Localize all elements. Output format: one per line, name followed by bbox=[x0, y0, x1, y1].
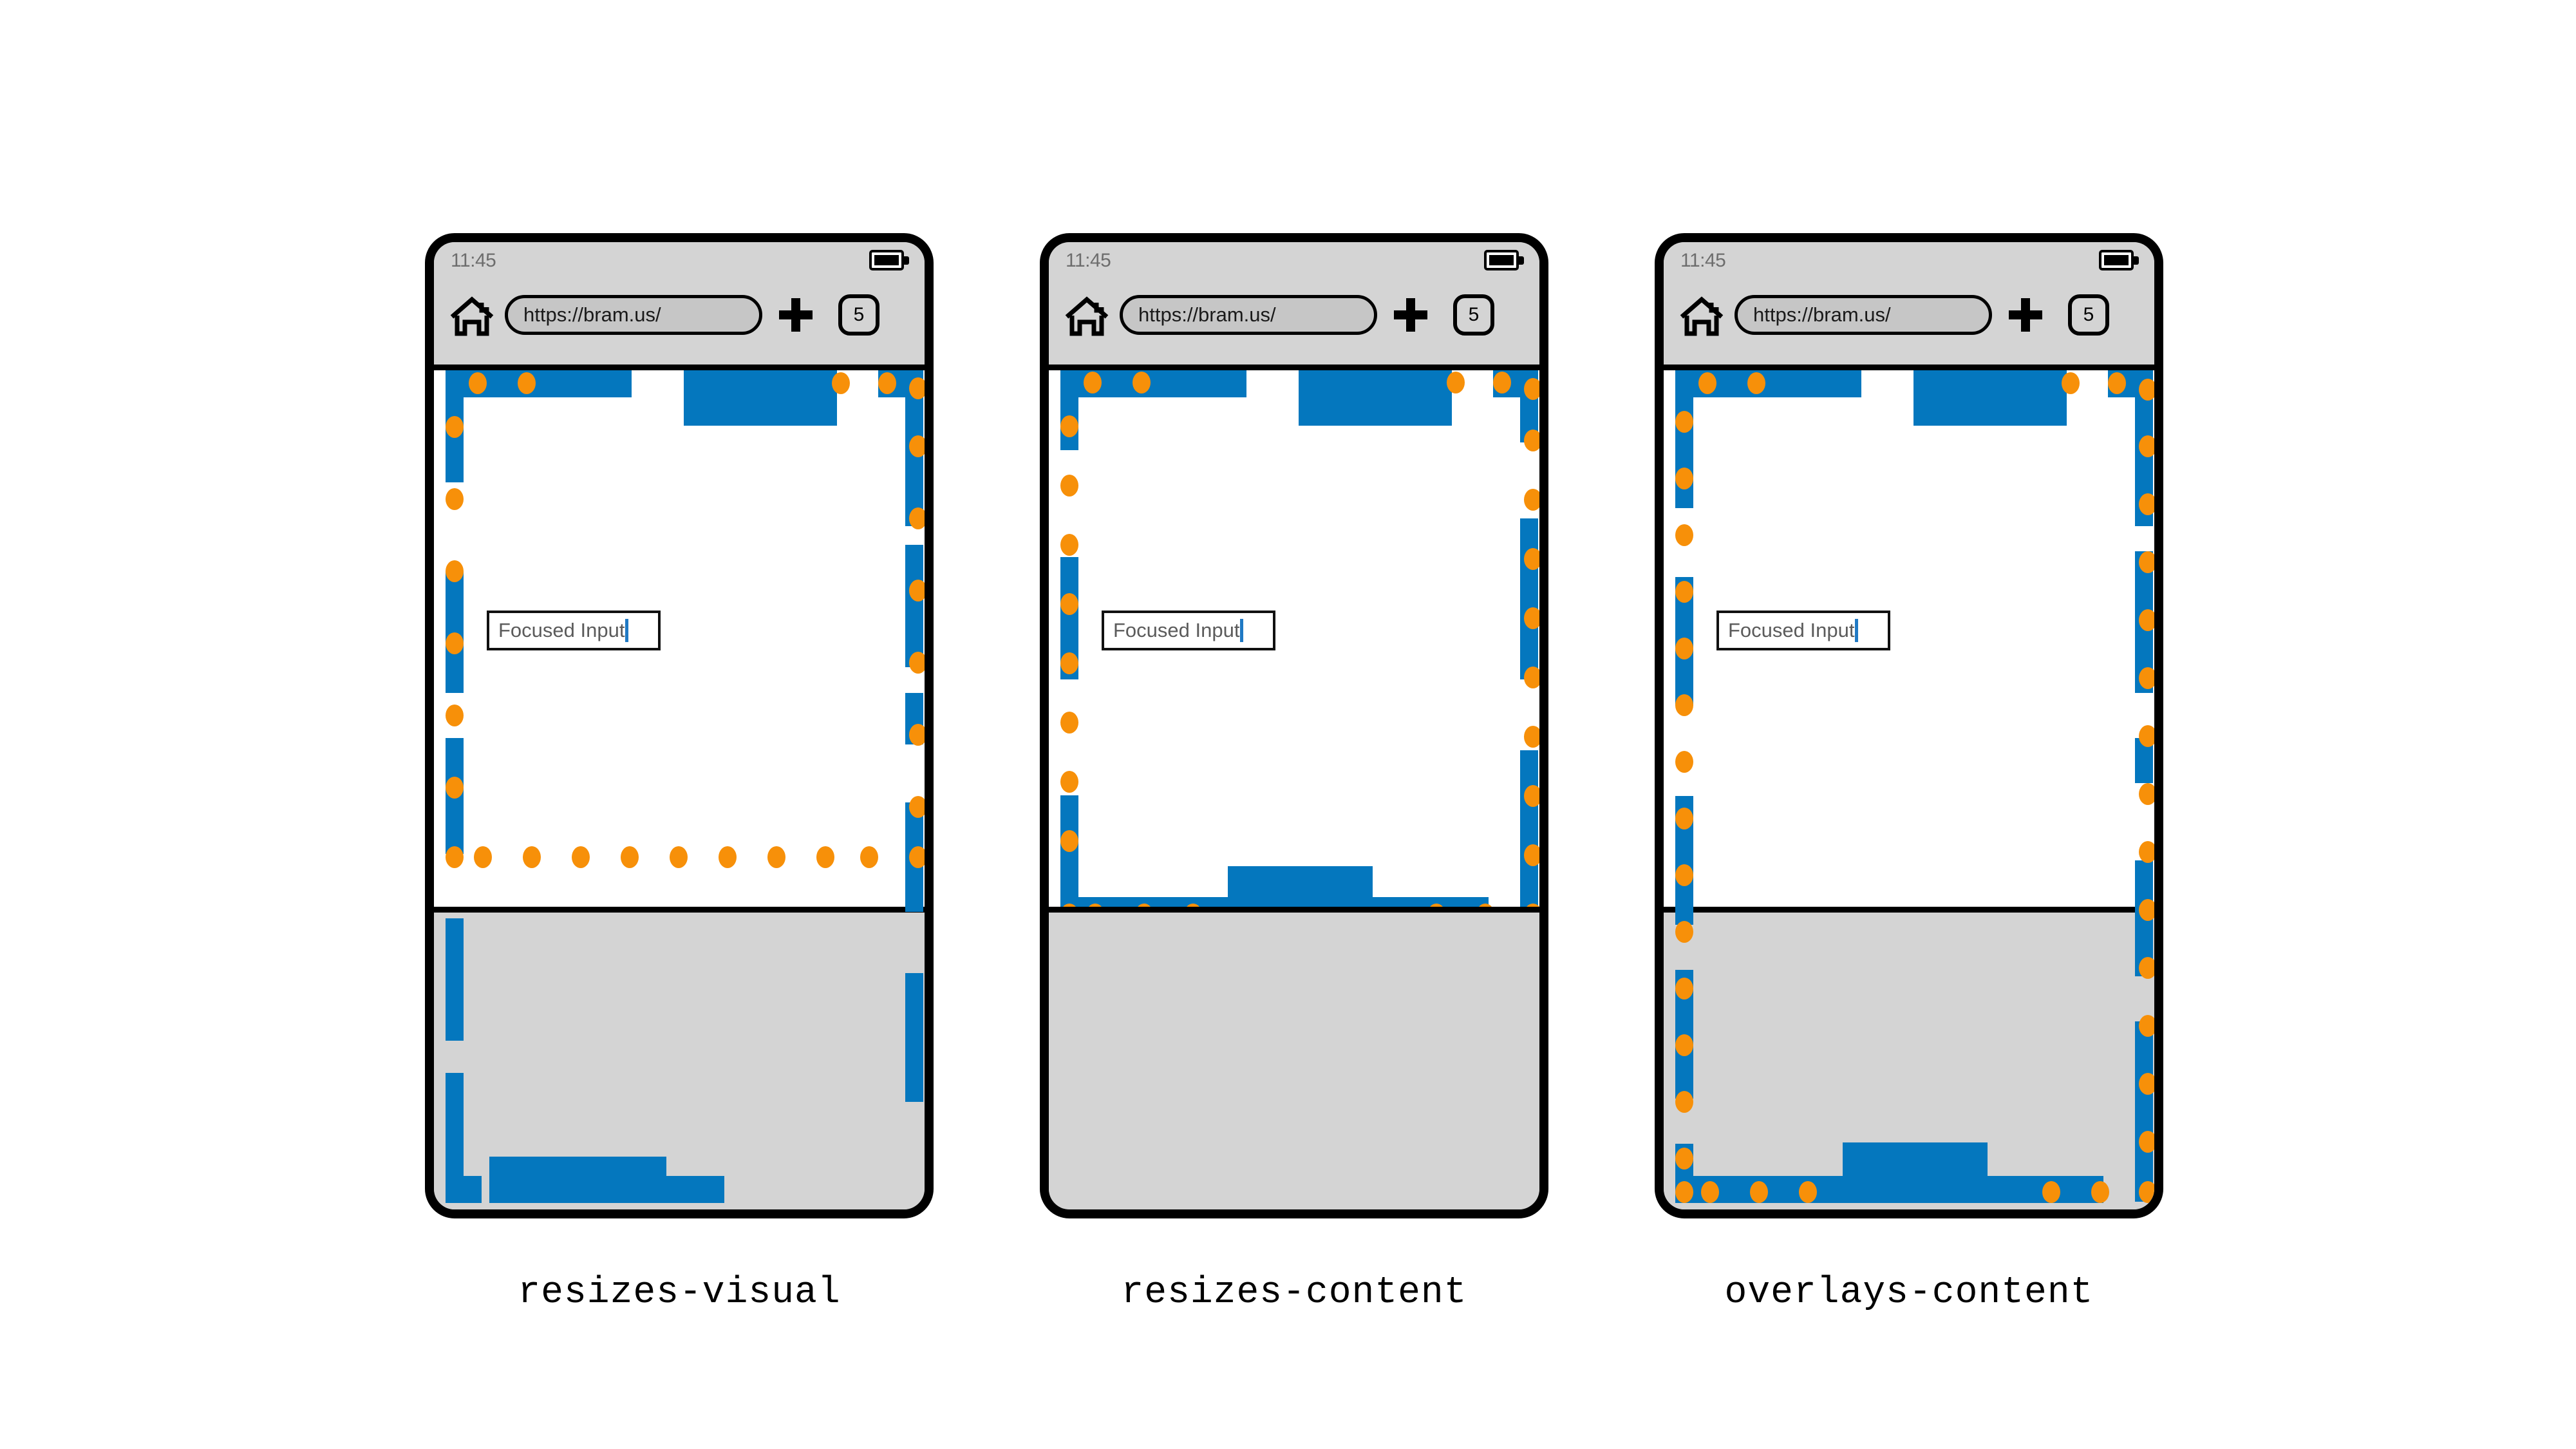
battery-full-icon bbox=[869, 250, 909, 270]
focused-input-value: Focused Input bbox=[498, 619, 625, 641]
chrome-divider bbox=[434, 365, 925, 370]
keyboard-divider bbox=[1049, 907, 1539, 913]
status-clock: 11:45 bbox=[1680, 250, 1726, 271]
chrome-divider bbox=[1049, 365, 1539, 370]
url-text: https://bram.us/ bbox=[1138, 303, 1276, 326]
url-text: https://bram.us/ bbox=[1753, 303, 1891, 326]
virtual-keyboard-area bbox=[1664, 907, 2154, 1209]
browser-chrome: 11:45 https://bram.us/ 5 bbox=[1664, 242, 2154, 370]
focused-input[interactable]: Focused Input bbox=[1716, 611, 1890, 650]
caption-overlays-content: overlays-content bbox=[1724, 1272, 2094, 1314]
phone-resizes-content: 11:45 https://bram.us/ 5 bbox=[1040, 233, 1548, 1218]
text-caret bbox=[1855, 619, 1859, 642]
url-bar[interactable]: https://bram.us/ bbox=[1120, 295, 1377, 335]
home-icon[interactable] bbox=[1678, 291, 1725, 339]
phone-resizes-visual: 11:45 https://bram.us/ 5 bbox=[425, 233, 934, 1218]
url-bar[interactable]: https://bram.us/ bbox=[505, 295, 762, 335]
status-bar: 11:45 bbox=[1664, 242, 2154, 278]
url-text: https://bram.us/ bbox=[523, 303, 661, 326]
tab-count-button[interactable]: 5 bbox=[838, 294, 879, 336]
virtual-keyboard-area bbox=[1049, 907, 1539, 1209]
focused-input-value: Focused Input bbox=[1728, 619, 1855, 641]
browser-chrome: 11:45 https://bram.us/ 5 bbox=[434, 242, 925, 370]
plus-icon[interactable] bbox=[779, 298, 813, 332]
url-bar[interactable]: https://bram.us/ bbox=[1735, 295, 1992, 335]
caption-resizes-content: resizes-content bbox=[1121, 1272, 1467, 1314]
page-content-area: Focused Input bbox=[1049, 370, 1539, 924]
home-icon[interactable] bbox=[448, 291, 496, 339]
virtual-keyboard-area bbox=[434, 907, 925, 1209]
status-bar: 11:45 bbox=[434, 242, 925, 278]
status-clock: 11:45 bbox=[1066, 250, 1111, 271]
status-bar: 11:45 bbox=[1049, 242, 1539, 278]
browser-toolbar: https://bram.us/ 5 bbox=[1049, 278, 1539, 358]
status-clock: 11:45 bbox=[451, 250, 496, 271]
plus-icon[interactable] bbox=[2009, 298, 2042, 332]
browser-toolbar: https://bram.us/ 5 bbox=[434, 278, 925, 358]
page-content-area: Focused Input bbox=[1664, 370, 2154, 924]
caption-resizes-visual: resizes-visual bbox=[518, 1272, 841, 1314]
focused-input-value: Focused Input bbox=[1113, 619, 1240, 641]
battery-full-icon bbox=[2099, 250, 2139, 270]
text-caret bbox=[1240, 619, 1244, 642]
browser-chrome: 11:45 https://bram.us/ 5 bbox=[1049, 242, 1539, 370]
text-caret bbox=[625, 619, 629, 642]
focused-input[interactable]: Focused Input bbox=[487, 611, 661, 650]
home-icon[interactable] bbox=[1063, 291, 1111, 339]
keyboard-divider bbox=[434, 907, 925, 913]
browser-toolbar: https://bram.us/ 5 bbox=[1664, 278, 2154, 358]
phone-overlays-content: 11:45 https://bram.us/ 5 bbox=[1655, 233, 2163, 1218]
focused-input[interactable]: Focused Input bbox=[1102, 611, 1275, 650]
tab-count-button[interactable]: 5 bbox=[1453, 294, 1494, 336]
tab-count-button[interactable]: 5 bbox=[2068, 294, 2109, 336]
chrome-divider bbox=[1664, 365, 2154, 370]
keyboard-divider bbox=[1664, 907, 2154, 913]
plus-icon[interactable] bbox=[1394, 298, 1427, 332]
page-content-area: Focused Input bbox=[434, 370, 925, 924]
battery-full-icon bbox=[1484, 250, 1524, 270]
